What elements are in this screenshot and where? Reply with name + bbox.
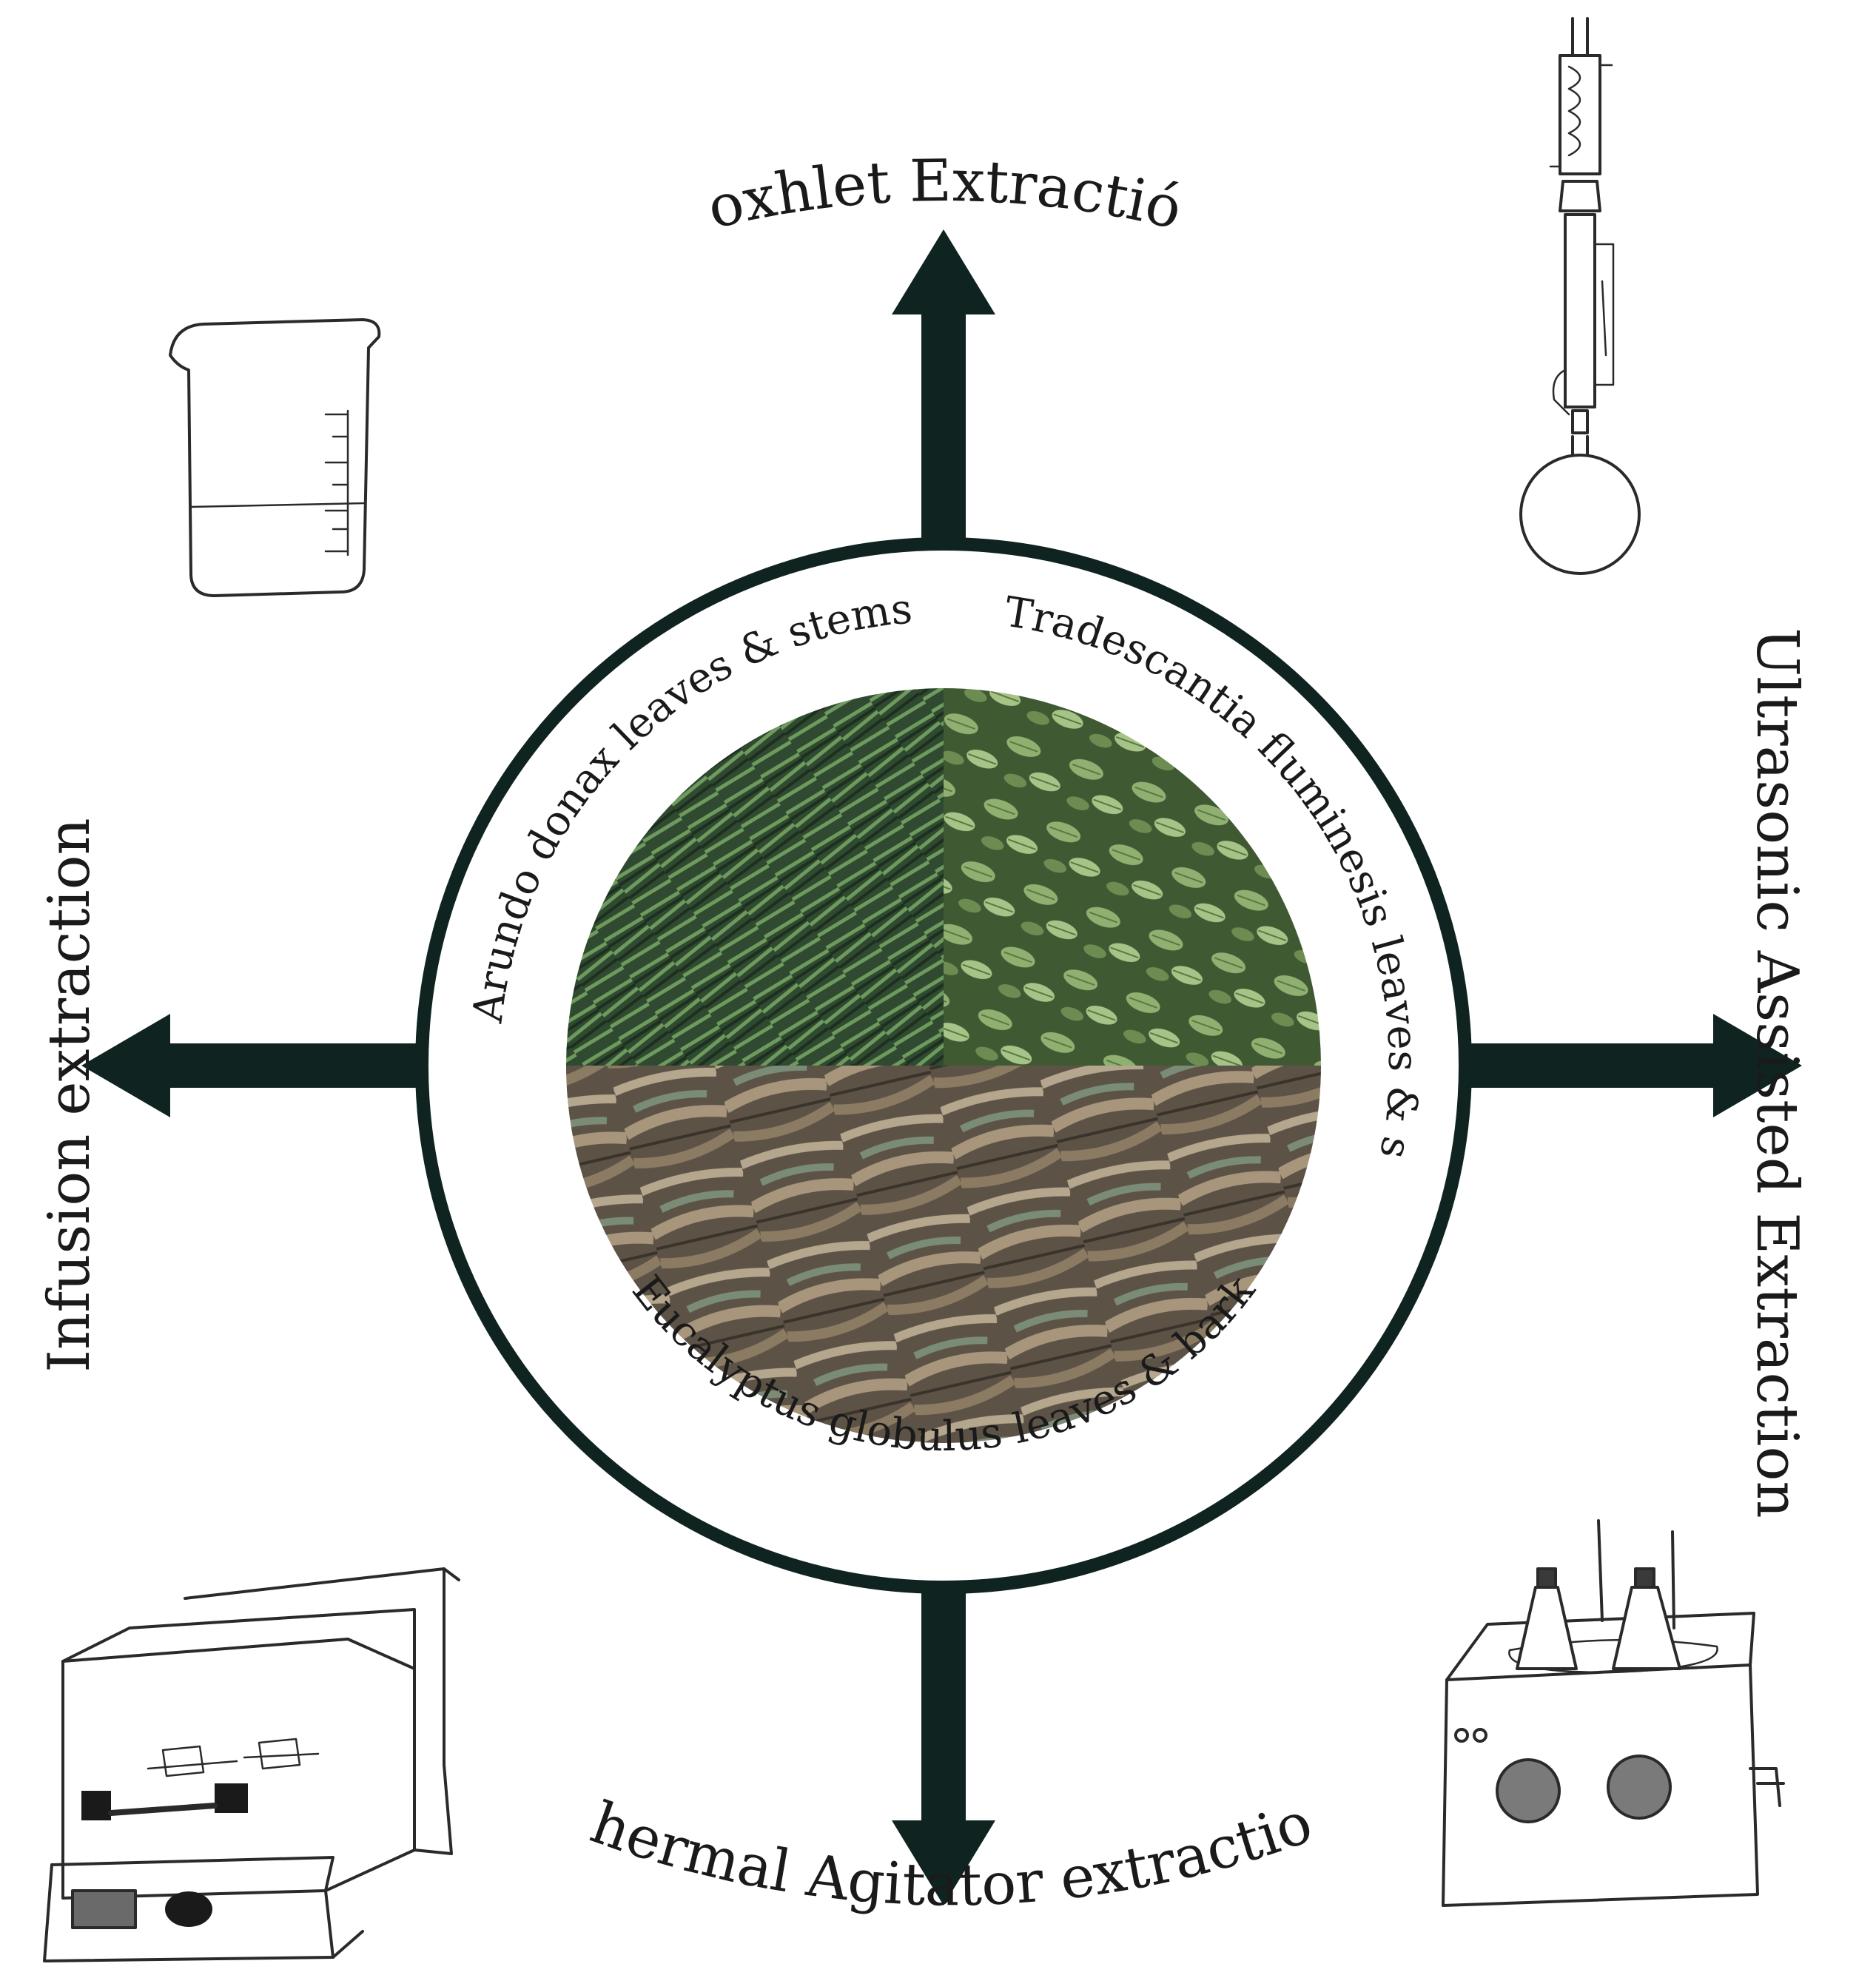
method-label-soxhlet: Soxhlet Extractión [0, 0, 1188, 243]
method-label-infusion: Infusion extraction [36, 818, 103, 1373]
ultrasonic-bath-icon [1442, 1519, 1785, 1907]
arrows [81, 229, 1802, 1905]
arrow-right [1462, 1014, 1802, 1117]
arrow-left [81, 1014, 422, 1117]
arrow-up [892, 229, 995, 555]
soxhlet-apparatus-icon [1519, 17, 1641, 575]
method-label-ultrasonic: Ultrasonic Assisted Extraction [1744, 628, 1810, 1518]
beaker-icon [169, 318, 381, 597]
central-disc [415, 537, 1472, 1594]
arrow-down [892, 1576, 995, 1905]
thermal-shaker-incubator-icon [43, 1567, 460, 1962]
